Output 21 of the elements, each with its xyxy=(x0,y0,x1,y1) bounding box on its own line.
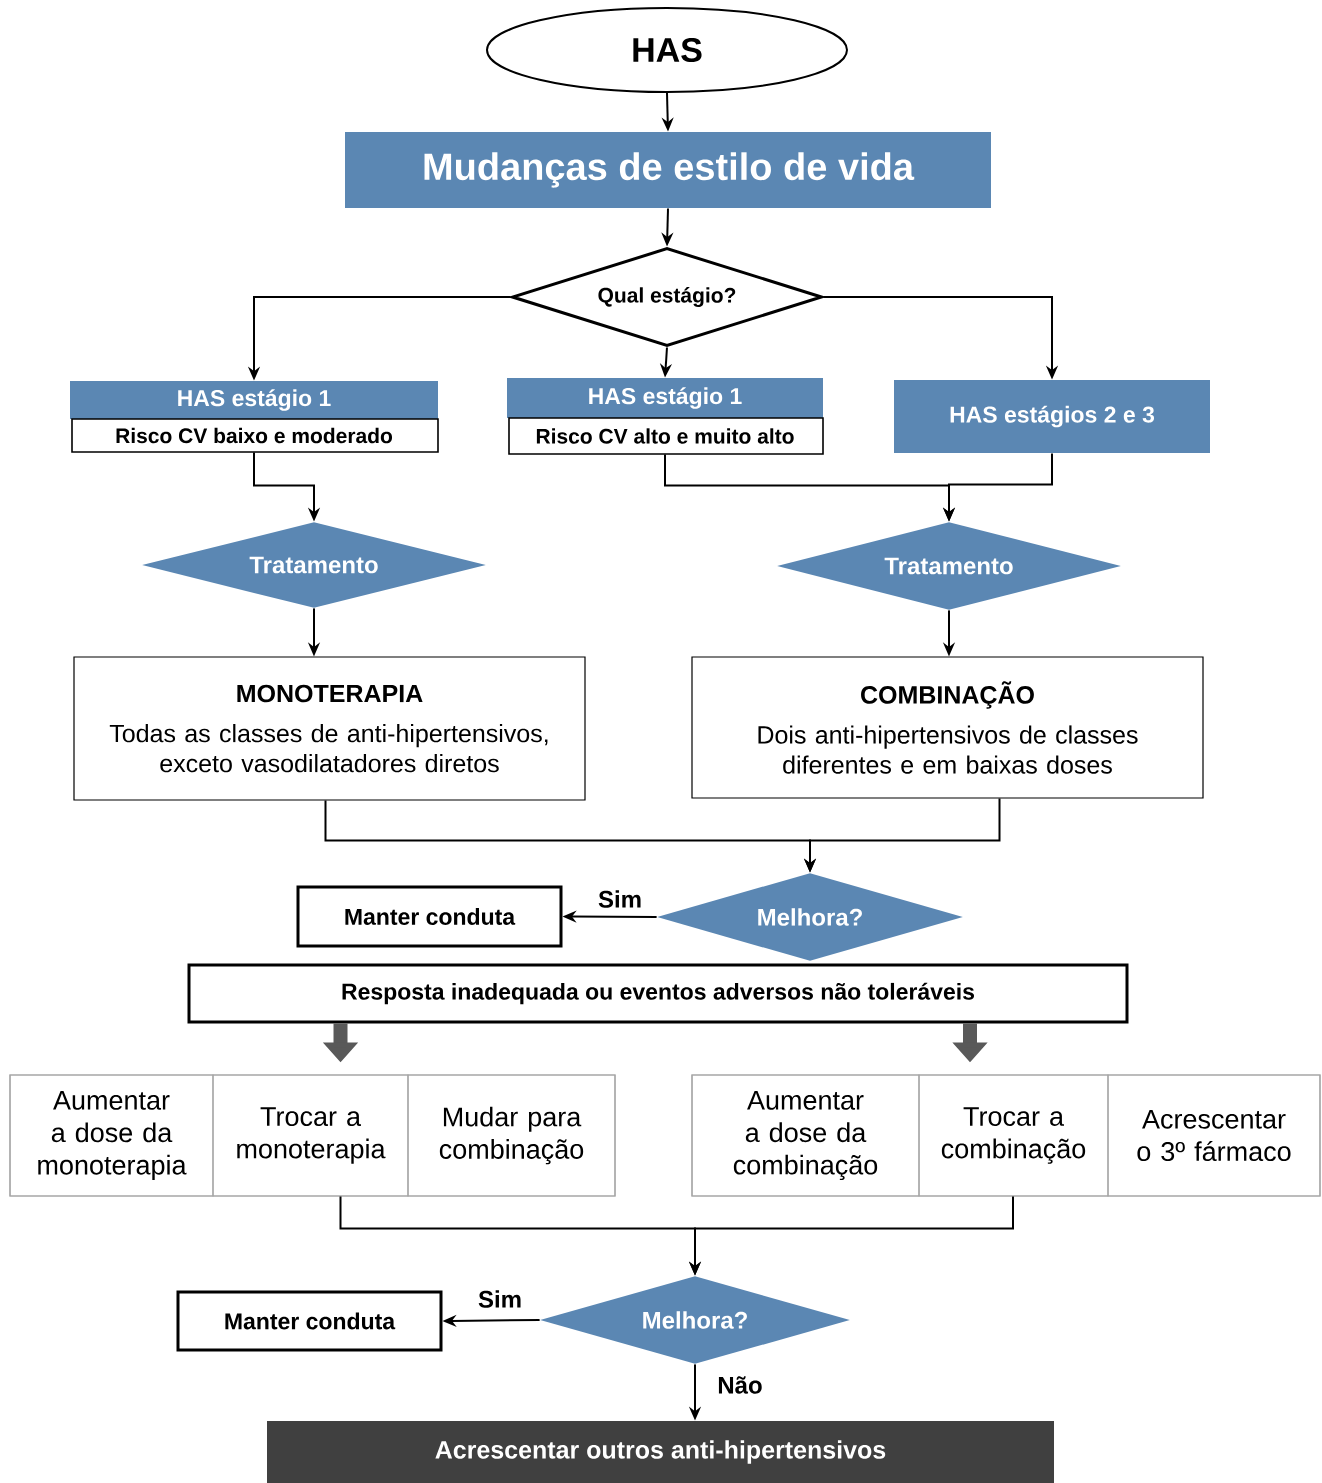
option-cell: Acrescentar o 3º fármaco xyxy=(1107,1074,1321,1197)
option-cell: Trocar a monoterapia xyxy=(212,1074,409,1197)
node-label: Risco CV baixo e moderado xyxy=(116,427,393,444)
process-box: MONOTERAPIA Todas as classes de anti-hipertensivos, exceto vasodilatadores diretos xyxy=(73,656,586,801)
process-box: Resposta inadequada ou eventos adversos não toleráveis xyxy=(187,963,1129,1024)
process-box: COMBINAÇÃO Dois anti-hipertensivos de classes diferentes e em baixas doses xyxy=(691,656,1204,799)
option-cell: Aumentar a dose da combinação xyxy=(691,1074,920,1197)
stage-box: HAS estágio 1 Risco CV baixo e moderado xyxy=(70,381,439,453)
edge-label: Sim xyxy=(476,1288,524,1310)
edge-label: Não xyxy=(715,1374,765,1396)
stage-box: HAS estágios 2 e 3 xyxy=(894,380,1210,453)
option-cell: Trocar a combinação xyxy=(918,1074,1109,1197)
process-box: Mudanças de estilo de vida xyxy=(345,132,991,208)
edge-label: Sim xyxy=(596,888,644,910)
option-cell: Aumentar a dose da monoterapia xyxy=(9,1074,214,1197)
stage-box: HAS estágio 1 Risco CV alto e muito alto xyxy=(507,378,824,455)
process-box: Manter conduta xyxy=(176,1290,443,1352)
option-cell: Mudar para combinação xyxy=(407,1074,616,1197)
process-box: Manter conduta xyxy=(296,885,563,948)
process-box: Acrescentar outros anti-hipertensivos xyxy=(267,1421,1054,1483)
node-label: Risco CV alto e muito alto xyxy=(536,428,794,444)
